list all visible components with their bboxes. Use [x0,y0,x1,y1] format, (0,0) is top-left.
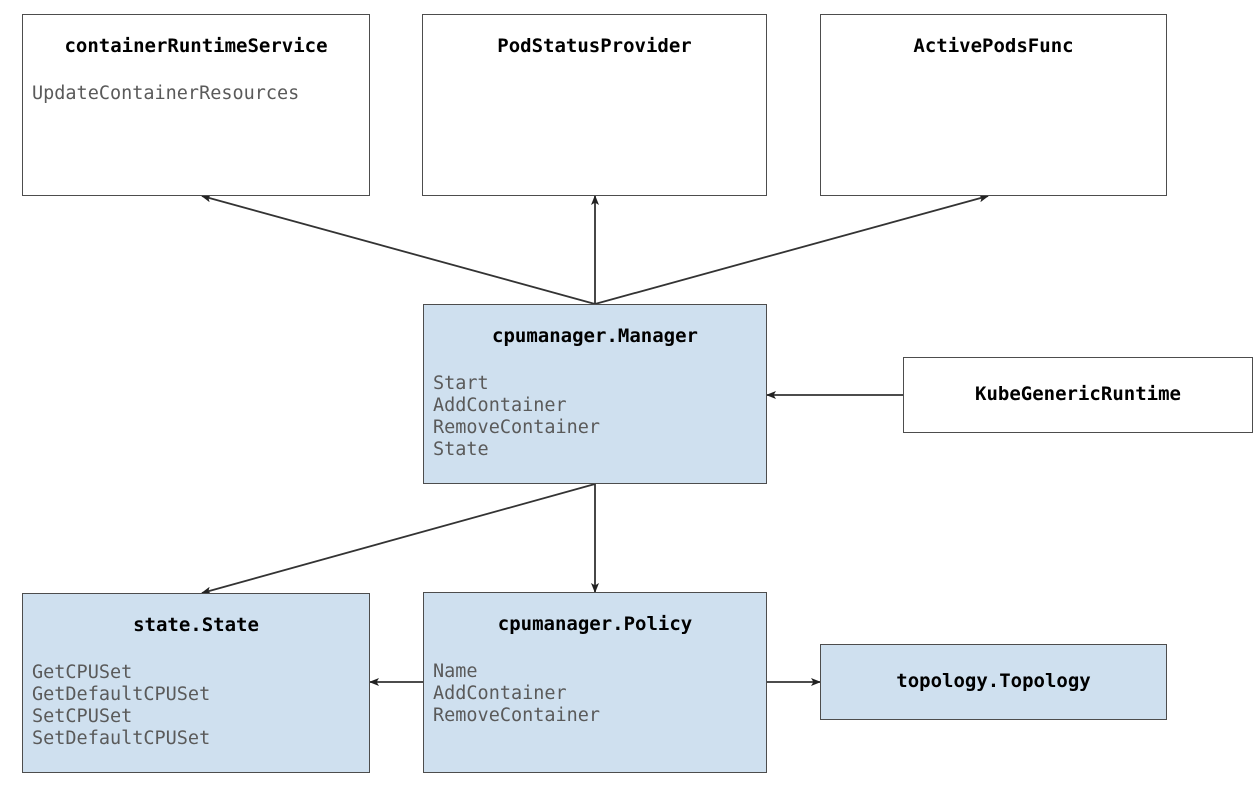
node-title: topology.Topology [896,670,1091,692]
node-method: Name [433,661,478,682]
node-method-list: UpdateContainerResources [32,83,299,105]
edge-manager-to-activePodsFunc [594,194,989,305]
node-title: cpumanager.Policy [497,613,693,635]
node-topologyTopology[interactable]: topology.Topology [820,644,1167,720]
node-method: AddContainer [433,395,567,416]
edge-manager-to-stateState [201,483,596,595]
node-title: state.State [133,614,259,636]
node-title: containerRuntimeService [64,35,328,57]
node-title: PodStatusProvider [497,35,692,57]
node-method: State [433,439,489,460]
node-title: ActivePodsFunc [913,35,1074,57]
node-kubeGenericRuntime[interactable]: KubeGenericRuntime [903,357,1253,433]
node-activePodsFunc[interactable]: ActivePodsFunc [820,14,1167,196]
node-method: GetDefaultCPUSet [32,684,211,705]
node-title: KubeGenericRuntime [975,383,1181,405]
edge-manager-to-containerRuntimeService [201,194,596,305]
node-method: SetCPUSet [32,706,133,727]
node-title: cpumanager.Manager [492,325,698,347]
node-method: AddContainer [433,683,567,704]
node-method: SetDefaultCPUSet [32,728,211,749]
node-method: UpdateContainerResources [32,83,300,104]
node-method: Start [433,373,489,394]
node-method: RemoveContainer [433,417,601,438]
node-method: GetCPUSet [32,662,133,683]
node-method: RemoveContainer [433,705,601,726]
node-podStatusProvider[interactable]: PodStatusProvider [422,14,767,196]
